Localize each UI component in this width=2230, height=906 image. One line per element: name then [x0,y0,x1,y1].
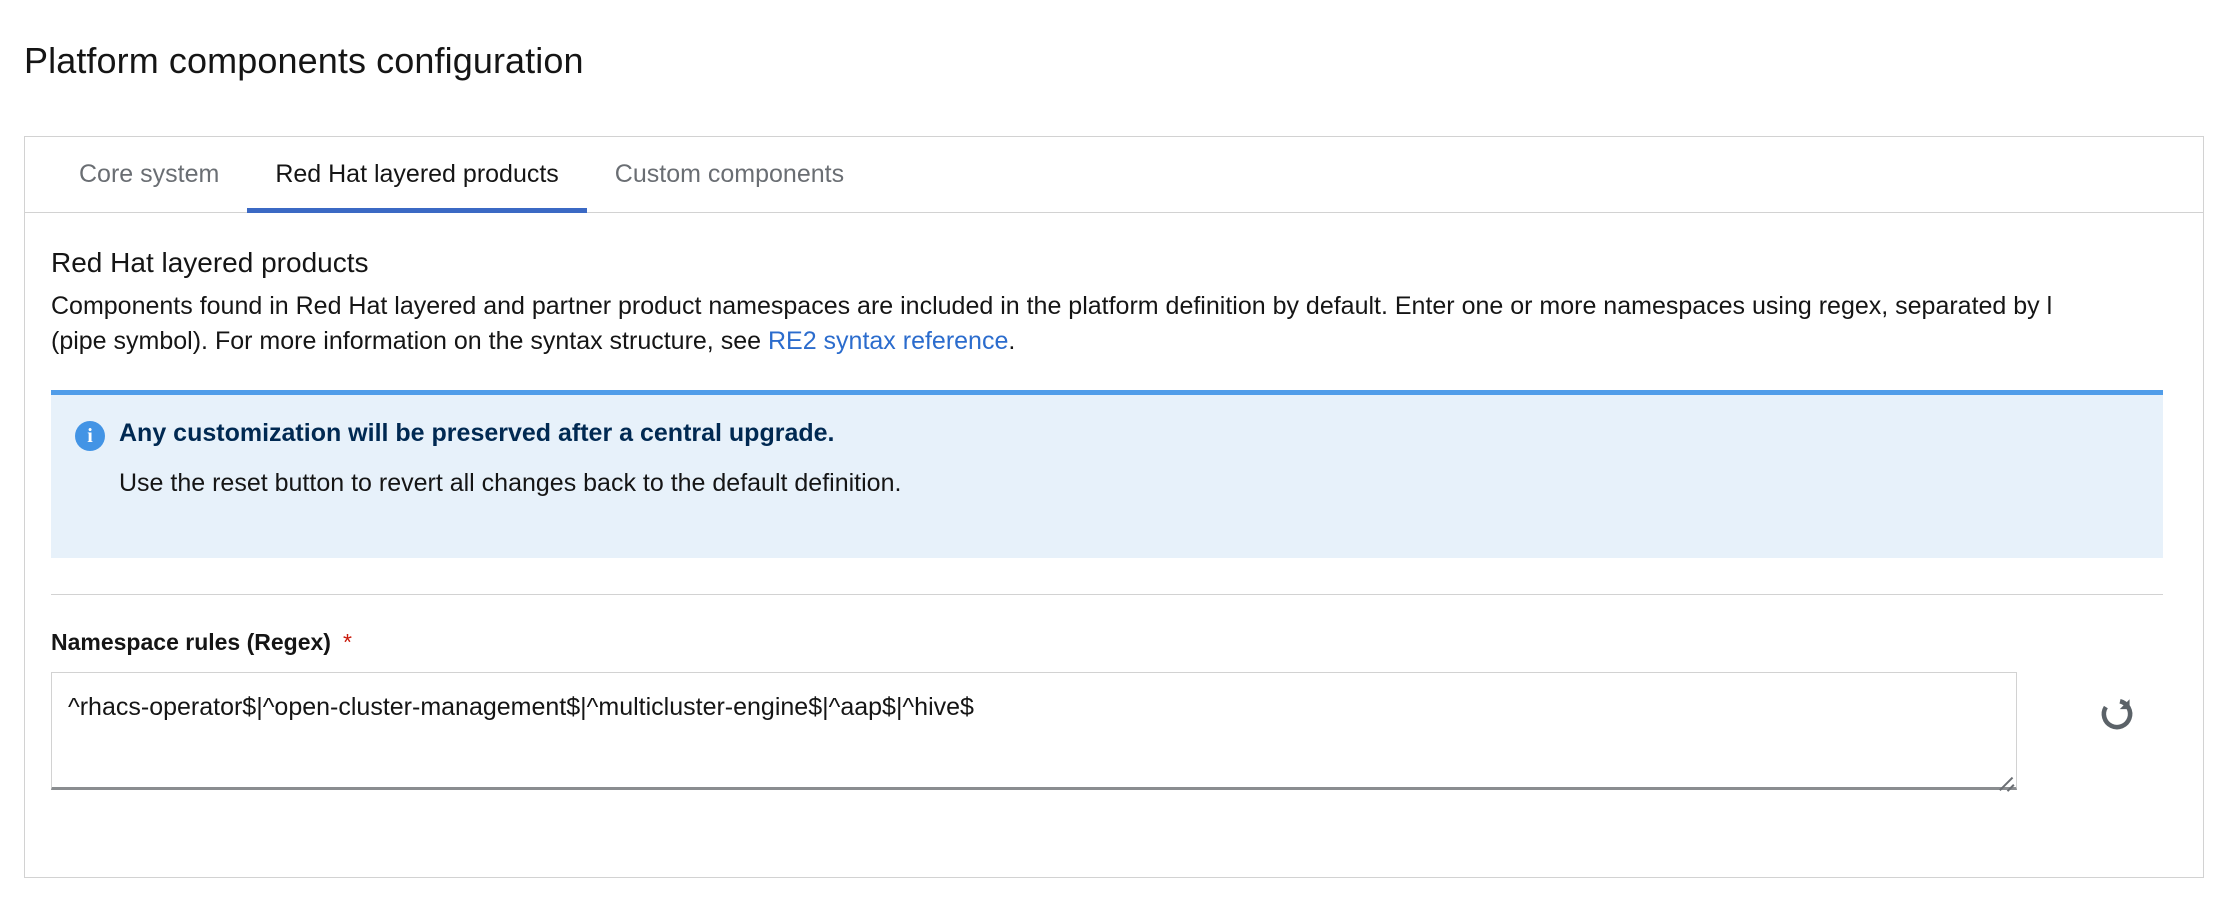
section-description: Components found in Red Hat layered and … [51,289,2111,358]
description-text-part1: Components found in Red Hat layered and … [51,292,2053,355]
reset-button[interactable] [2089,686,2145,742]
tab-bar: Core system Red Hat layered products Cus… [25,137,2203,213]
tab-core-system[interactable]: Core system [51,137,247,212]
re2-syntax-reference-link[interactable]: RE2 syntax reference [767,326,1009,355]
reset-circular-arrow-icon [2096,693,2138,735]
alert-header: i Any customization will be preserved af… [75,417,2139,452]
tab-panel-red-hat-layered-products: Red Hat layered products Components foun… [25,213,2203,795]
required-asterisk: * [342,629,352,656]
description-text-part2: . [1008,326,1016,355]
info-alert: i Any customization will be preserved af… [51,390,2163,559]
namespace-rules-textarea[interactable] [51,672,2017,791]
namespace-rules-row [51,672,2173,795]
tab-red-hat-layered-products[interactable]: Red Hat layered products [247,137,588,213]
page-title: Platform components configuration [24,40,584,81]
namespace-rules-input-wrapper [51,672,2017,795]
field-label-text: Namespace rules (Regex) [51,629,331,656]
tab-custom-components[interactable]: Custom components [587,137,872,212]
section-divider [51,594,2163,596]
alert-body: Use the reset button to revert all chang… [119,469,902,498]
namespace-rules-label: Namespace rules (Regex) * [51,629,2173,656]
alert-title: Any customization will be preserved afte… [119,419,835,448]
info-circle-icon: i [75,421,105,452]
configuration-card: Core system Red Hat layered products Cus… [24,136,2204,878]
namespace-rules-field: Namespace rules (Regex) * [51,629,2173,795]
section-heading: Red Hat layered products [51,247,369,278]
